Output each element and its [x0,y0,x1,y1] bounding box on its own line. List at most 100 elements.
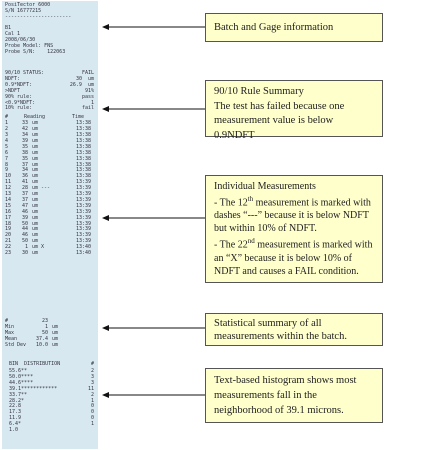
readings-header-reading: Reading [24,114,46,120]
reading-index: 11 [5,179,12,186]
reading-unit: um [32,250,39,256]
reading-value: 37 [21,191,28,197]
bin-row: 44.6**** [9,379,34,386]
bin-row: 17.3 [9,409,22,416]
stat-value: 23 [41,318,48,324]
stat-value: 37.4 [35,335,48,342]
reading-unit: um [32,220,39,227]
reading-value: 47 [21,202,28,209]
bin-count: 0 [90,409,94,416]
reading-unit: um [32,238,39,245]
reading-time: 13:40 [76,244,92,251]
reading-value: 39 [21,137,28,144]
reading-time: 13:38 [76,149,92,156]
callout-histogram: Text-based histogram shows most measurem… [205,368,383,423]
reading-unit: um [32,232,39,239]
reading-index: 10 [5,173,12,180]
reading-index: 23 [5,250,12,256]
reading-index: 6 [5,149,9,156]
reading-unit: um [32,126,39,133]
rule-value: pass [81,93,94,100]
reading-index: 3 [5,132,9,138]
printout-serial: S/N 16777215 [5,8,42,14]
rule-value: 1 [90,99,94,106]
reading-index: 17 [5,214,12,221]
reading-time: 13:38 [76,126,92,133]
bin-row: 33.7** [9,391,28,398]
reading-value: 34 [21,132,28,138]
reading-time: 13:39 [76,185,92,192]
reading-unit: um [32,167,39,174]
callout-rule-summary: 90/10 Rule Summary The test has failed b… [205,80,383,141]
bin-row: 1.0 [9,427,19,433]
reading-index: 2 [5,126,9,133]
rule-value: fail [81,105,94,112]
reading-index: 22 [5,244,12,251]
reading-time: 13:39 [76,232,92,239]
reading-index: 15 [5,202,12,209]
reading-time: 13:39 [76,196,92,203]
reading-unit: um [32,132,39,138]
reading-time: 13:39 [76,238,92,245]
stat-label: # [5,318,9,324]
reading-index: 21 [5,238,12,245]
rule-value: FAIL [81,70,94,76]
bin-count: 3 [90,373,94,380]
readings-header-num: # [5,114,9,120]
reading-value: 38 [21,149,28,156]
rule-label: 90/10 STATUS: [5,70,45,76]
stat-value: 50 [41,329,48,336]
reading-time: 13:39 [76,220,92,227]
rule-value: 91% [84,87,94,94]
callout-rule-body: The test has failed because one measurem… [214,100,345,141]
reading-time: 13:38 [76,161,92,168]
stat-label: Std Dev [5,341,27,348]
printout-probe-model: Probe Model: FNS [5,43,54,49]
bin-count: 2 [90,391,94,398]
reading-unit: um [32,149,39,156]
reading-value: 37 [21,161,28,168]
rule-value: 30 um [75,75,94,82]
reading-unit: um [32,173,39,180]
reading-time: 13:39 [76,191,92,197]
bin-count: 1 [90,421,94,428]
bin-count: 2 [90,368,94,374]
stat-label: Min [5,323,15,330]
bin-count: 0 [90,415,94,422]
gauge-printout: PosiTector 6000 S/N 16777215 -----------… [2,1,98,449]
stat-unit: um [52,335,59,342]
reading-flag: --- [41,185,51,192]
rule-label: 0.9*NDFT: [5,81,33,88]
callout-statistics: Statistical summary of all measurements … [205,313,383,346]
bin-row: 50.0**** [9,373,34,380]
reading-time: 13:39 [76,214,92,221]
stat-unit: um [52,341,59,348]
reading-unit: um [32,244,39,251]
reading-value: 28 [21,185,28,192]
reading-index: 5 [5,143,9,150]
readings-header-time: Time [72,114,85,120]
printout-model: PosiTector 6000 [5,2,51,8]
bin-row: 11.9 [9,415,22,422]
reading-time: 13:39 [76,202,92,209]
reading-unit: um [32,185,39,192]
bin-count: 0 [90,403,94,410]
reading-time: 13:40 [76,250,92,256]
reading-value: 50 [21,238,28,245]
reading-unit: um [32,202,39,209]
stat-label: Max [5,329,15,336]
reading-index: 1 [5,120,9,127]
reading-value: 1 [24,244,28,251]
bin-row: 55.6** [9,368,28,374]
bin-row: 39.1************ [9,385,58,392]
reading-value: 39 [21,214,28,221]
reading-time: 13:39 [76,226,92,233]
reading-time: 13:38 [76,132,92,138]
printout-cal: Cal 1 [5,31,21,37]
reading-index: 7 [5,155,9,162]
reading-time: 13:39 [76,208,92,215]
reading-index: 13 [5,191,12,197]
rule-label: >NDFT [5,87,21,94]
reading-value: 35 [21,143,28,150]
